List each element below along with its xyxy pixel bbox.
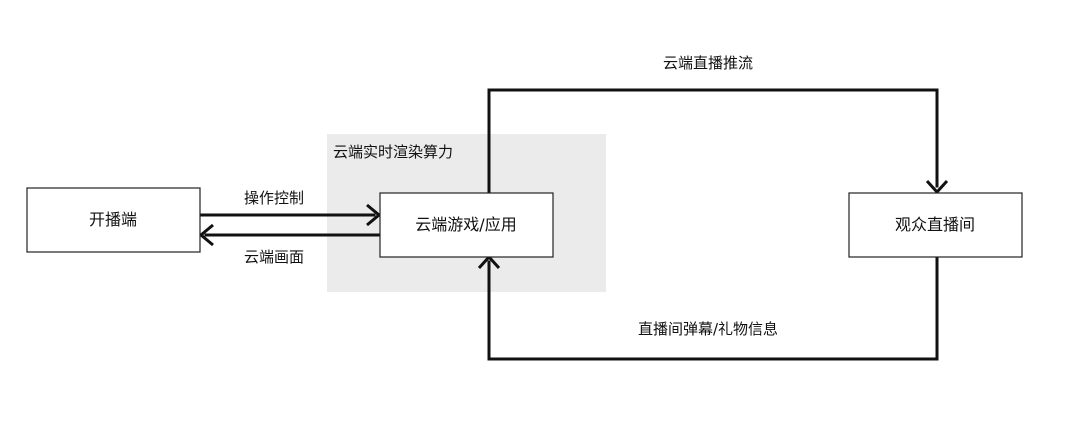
edge-control-label: 操作控制 xyxy=(244,189,304,207)
edge-cloud-picture-label: 云端画面 xyxy=(244,248,304,266)
edge-stream-push-label: 云端直播推流 xyxy=(663,54,753,72)
edge-cloud-picture-arrowhead xyxy=(198,223,214,247)
edge-stream-push-line xyxy=(487,88,939,194)
node-cloud-app xyxy=(379,192,554,258)
edge-danmaku-gift-label: 直播间弹幕/礼物信息 xyxy=(638,320,778,338)
edge-control-arrowhead xyxy=(366,203,382,227)
node-cloud-app-label: 云端游戏/应用 xyxy=(415,215,516,234)
node-audience-label: 观众直播间 xyxy=(895,215,975,234)
node-audience xyxy=(848,192,1023,258)
edge-stream-push-arrowhead xyxy=(925,179,949,195)
cloud-compute-region-label: 云端实时渲染算力 xyxy=(333,143,453,161)
node-broadcaster-label: 开播端 xyxy=(89,210,137,229)
edge-danmaku-gift-line xyxy=(487,254,939,361)
node-broadcaster xyxy=(26,187,201,253)
